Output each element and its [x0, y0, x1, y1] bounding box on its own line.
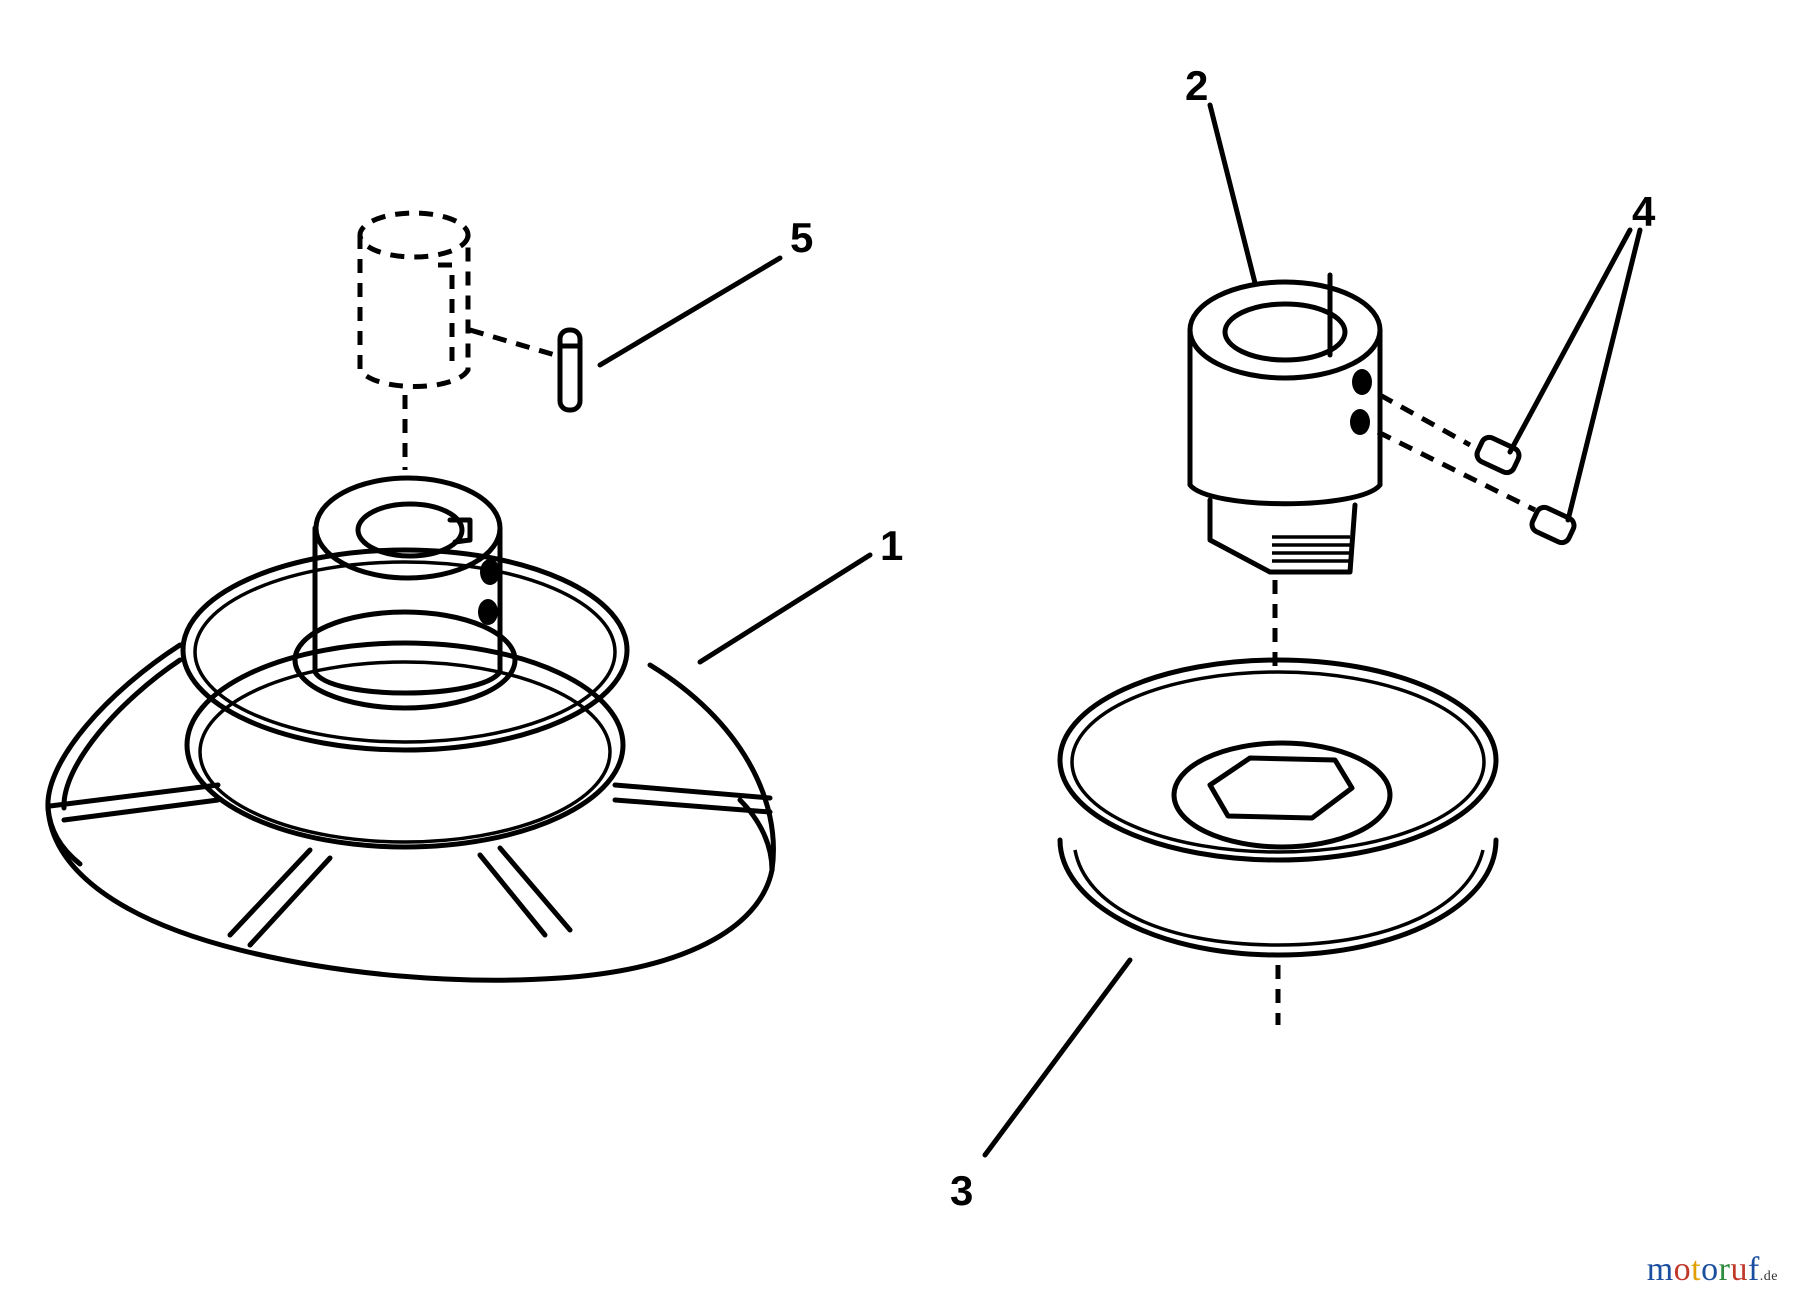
callout-1: 1	[880, 522, 903, 569]
part-5-pin	[357, 210, 583, 470]
watermark-tld: .de	[1759, 1269, 1778, 1284]
watermark-letters: motoruf	[1647, 1251, 1760, 1288]
part-3-small-pulley	[1057, 657, 1499, 1025]
watermark-letter: o	[1673, 1251, 1692, 1288]
motoruf-watermark-logo: motoruf.de	[1647, 1251, 1778, 1289]
callout-2: 2	[1185, 62, 1208, 109]
part-4-set-screws	[1474, 434, 1577, 546]
watermark-letter: o	[1701, 1251, 1719, 1288]
watermark-letter: t	[1691, 1251, 1702, 1288]
watermark-letter: m	[1646, 1251, 1674, 1288]
callout-3: 3	[950, 1167, 973, 1214]
watermark-letter: u	[1730, 1251, 1748, 1288]
watermark-letter: f	[1747, 1251, 1760, 1288]
part-1-large-pulley	[45, 475, 776, 983]
leader-lines	[597, 102, 1643, 1158]
callout-4: 4	[1632, 188, 1656, 235]
part-2-hub	[1187, 272, 1537, 670]
watermark-letter: r	[1718, 1251, 1731, 1288]
callout-5: 5	[790, 214, 813, 261]
